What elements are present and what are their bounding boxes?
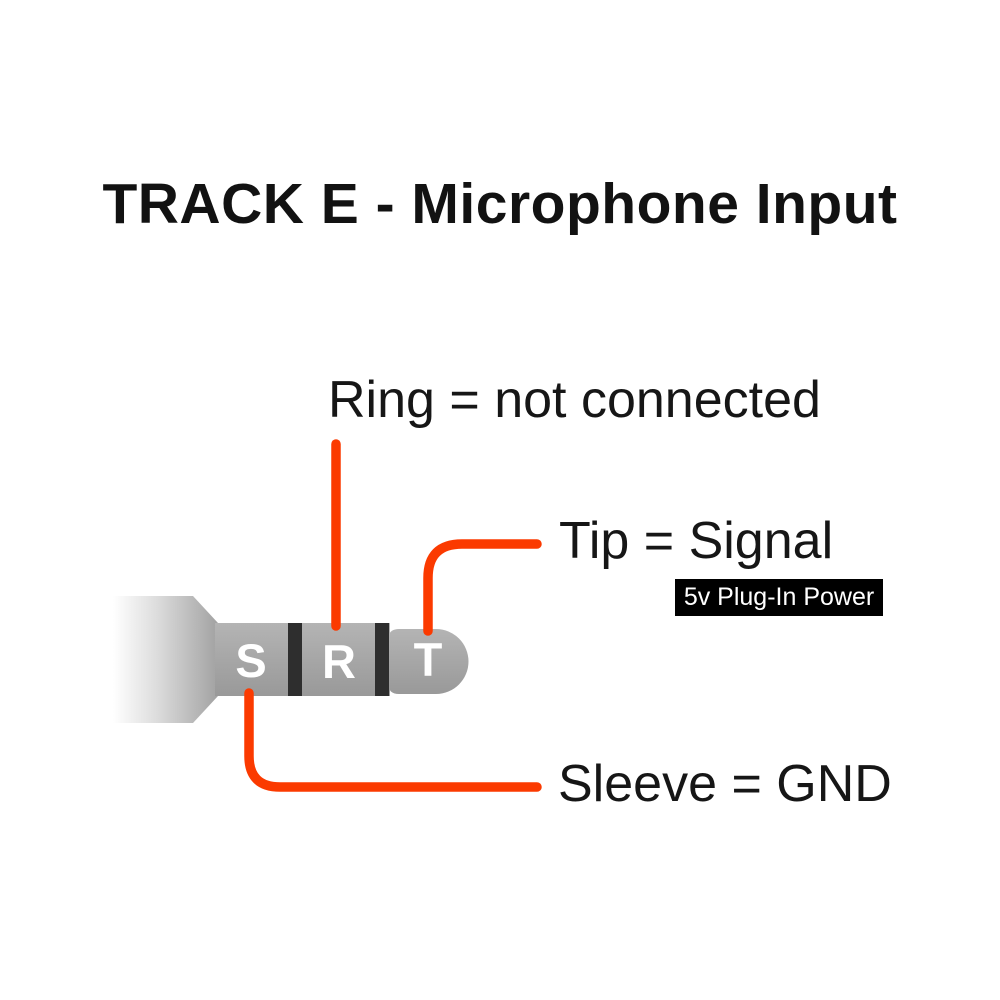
diagram-title: TRACK E - Microphone Input <box>102 172 898 236</box>
ring-label: Ring = not connected <box>328 371 821 429</box>
segment-letter-sleeve: S <box>235 634 266 687</box>
sleeve-leader-line <box>244 688 542 792</box>
plug-shaft <box>215 623 390 696</box>
tip-leader-line <box>423 539 542 636</box>
sleeve-label: Sleeve = GND <box>558 755 892 813</box>
insulator-band-2 <box>375 623 389 696</box>
tip-label: Tip = Signal <box>559 512 834 570</box>
plug-body <box>113 596 218 723</box>
insulator-band-1 <box>288 623 302 696</box>
segment-letter-ring: R <box>322 635 356 688</box>
segment-letter-tip: T <box>414 633 443 686</box>
plug-in-power-badge: 5v Plug-In Power <box>675 579 883 616</box>
plug-tip <box>388 629 469 694</box>
